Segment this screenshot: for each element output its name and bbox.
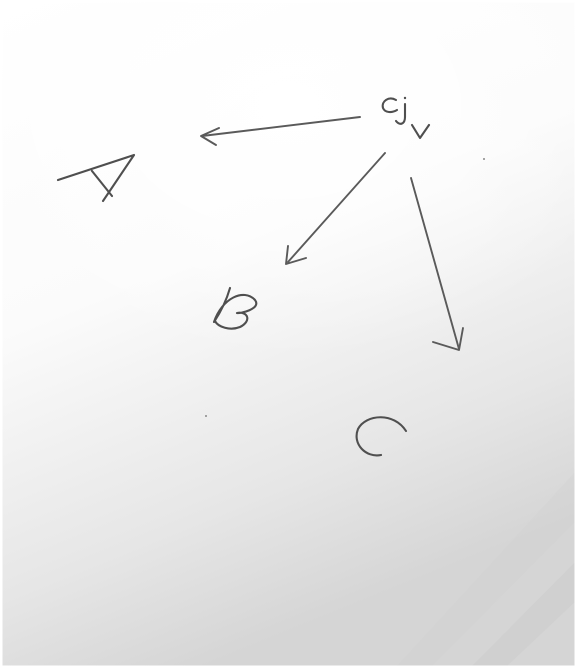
target-node-A bbox=[56, 153, 136, 203]
letter-A bbox=[56, 153, 136, 203]
target-node-C bbox=[355, 416, 408, 457]
paper-speck bbox=[205, 415, 207, 417]
arrow-shaft bbox=[201, 116, 361, 137]
arrowhead bbox=[432, 327, 464, 351]
edge-cjv-to-A bbox=[200, 116, 361, 146]
letter-j-dot bbox=[403, 96, 407, 100]
letter-j bbox=[394, 102, 407, 125]
arrow-shaft bbox=[410, 177, 460, 350]
letter-c bbox=[381, 97, 399, 114]
paper-speck bbox=[483, 158, 485, 160]
letter-B bbox=[212, 286, 258, 330]
letter-v bbox=[410, 123, 431, 140]
arrowhead bbox=[200, 127, 220, 146]
arrow-shaft bbox=[287, 152, 386, 263]
paper-shadow-band bbox=[395, 470, 577, 668]
edge-cjv-to-C bbox=[410, 177, 464, 351]
letter-C bbox=[355, 416, 408, 457]
paper-highlight bbox=[0, 0, 577, 420]
edge-cjv-to-B bbox=[285, 152, 386, 265]
arrowhead bbox=[285, 245, 307, 265]
source-node-cjv bbox=[381, 96, 431, 140]
paper-shadow-band bbox=[470, 560, 577, 668]
target-node-B bbox=[212, 286, 258, 330]
